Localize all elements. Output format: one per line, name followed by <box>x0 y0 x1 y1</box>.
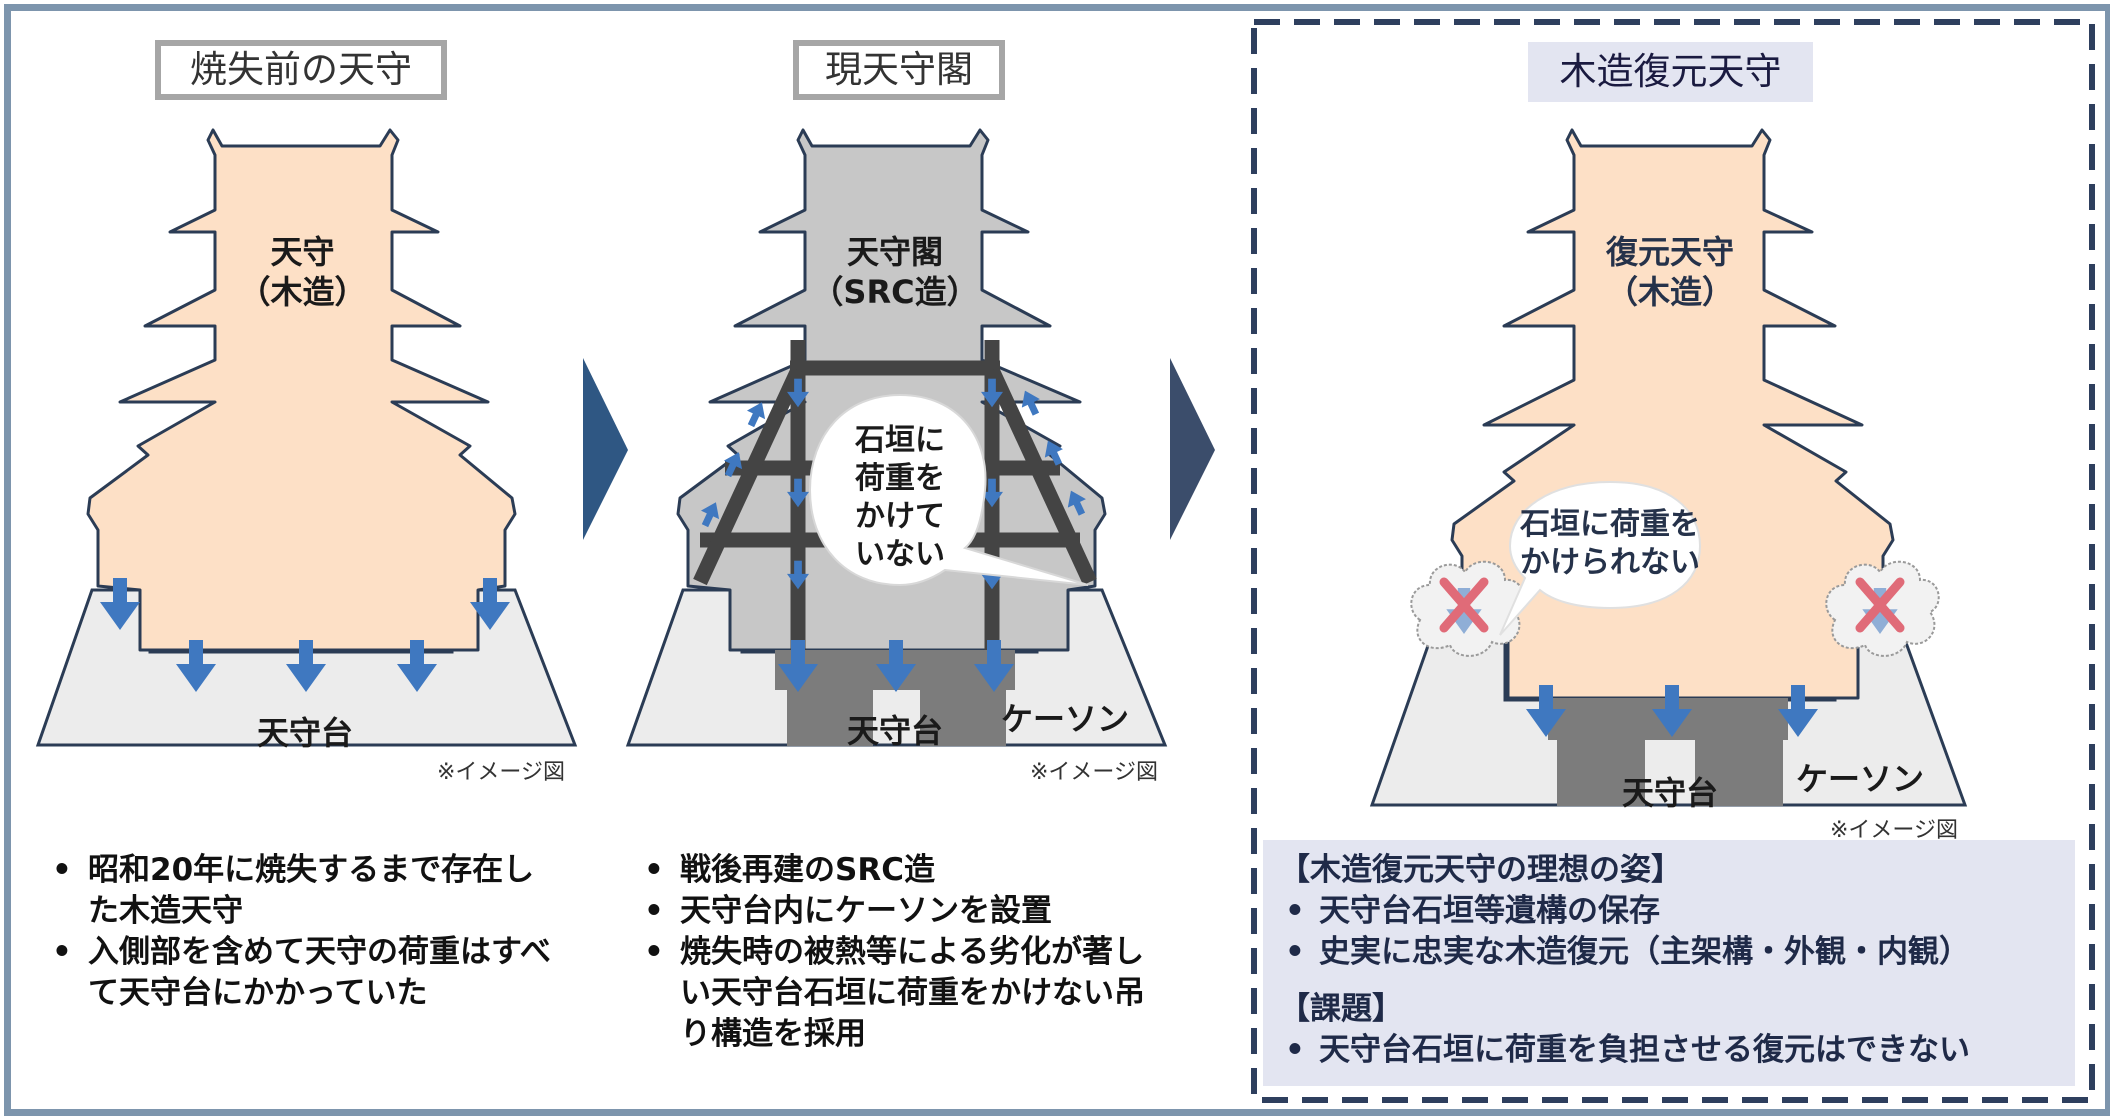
panel2-speech-bubble <box>808 393 1089 587</box>
panel1-note: ※イメージ図 <box>437 760 565 785</box>
panel3-tower-label: 復元天守 （木造） <box>1570 232 1770 312</box>
list-item: 史実に忠実な木造復元（主架構・外観・内観） <box>1279 932 2059 973</box>
panel2-base-label: 天守台 <box>846 712 943 750</box>
list-item: 戦後再建のSRC造 <box>640 850 1150 891</box>
panel3-caisson-label: ケーソン <box>1795 760 1924 798</box>
list-item: 焼失時の被熱等による劣化が著しい天守台石垣に荷重をかけない吊り構造を採用 <box>640 932 1150 1055</box>
panel2-tower-label: 天守閣 （SRC造） <box>795 232 995 312</box>
panel3-title: 木造復元天守 <box>1528 42 1813 102</box>
list-item: 天守台内にケーソンを設置 <box>640 891 1150 932</box>
bubble-line: かけられない <box>1520 545 1700 580</box>
list-item: 天守台石垣等遺構の保存 <box>1279 891 2059 932</box>
panel3-caisson-left <box>1557 740 1645 806</box>
panel2-illustration <box>625 128 1168 747</box>
panel1-title: 焼失前の天守 <box>155 40 447 100</box>
tower-label-line2: （木造） <box>238 273 367 311</box>
tower-label-line1: 天守閣 <box>846 233 943 271</box>
panel2-caisson-right <box>920 690 1006 746</box>
tower-label-line2: （木造） <box>1605 273 1734 311</box>
panel3-caisson-right <box>1695 740 1783 806</box>
panel2-title: 現天守閣 <box>793 40 1005 100</box>
panel1-tower <box>86 128 517 652</box>
ideal-and-issue-box: 【木造復元天守の理想の姿】 天守台石垣等遺構の保存 史実に忠実な木造復元（主架構… <box>1263 840 2075 1086</box>
bubble-line: 荷重を <box>855 461 945 496</box>
panel3-note: ※イメージ図 <box>1830 818 1958 843</box>
bubble-line: 石垣に <box>855 423 945 458</box>
panel3-illustration <box>1369 128 1968 807</box>
panel2-bubble-text: 石垣に 荷重を かけて いない <box>840 422 960 574</box>
panel3-dashed-border <box>1251 19 2095 1103</box>
list-item: 昭和20年に焼失するまで存在した木造天守 <box>48 850 558 932</box>
ideal-heading: 【木造復元天守の理想の姿】 <box>1279 852 1682 888</box>
panel1-illustration <box>35 128 578 747</box>
list-item: 入側部を含めて天守の荷重はすべて天守台にかかっていた <box>48 932 558 1014</box>
panel2-note: ※イメージ図 <box>1030 760 1158 785</box>
tower-label-line2: （SRC造） <box>811 273 979 311</box>
panel3-bubble-text: 石垣に荷重を かけられない <box>1520 506 1700 582</box>
tower-label-line1: 天守 <box>270 233 335 271</box>
panel3-speech-bubble <box>1499 480 1702 636</box>
panel2-caisson-label: ケーソン <box>1000 700 1129 738</box>
panel2-caisson-left <box>787 690 873 746</box>
issue-list: 天守台石垣に荷重を負担させる復元はできない <box>1279 1030 2059 1071</box>
panel3-base-label: 天守台 <box>1621 774 1718 812</box>
panel1-base-label: 天守台 <box>256 714 353 752</box>
panel2-bullets: 戦後再建のSRC造 天守台内にケーソンを設置 焼失時の被熱等による劣化が著しい天… <box>640 850 1150 1055</box>
cross-icon <box>1439 577 1489 633</box>
bubble-line: かけて <box>855 499 945 534</box>
ideal-list: 天守台石垣等遺構の保存 史実に忠実な木造復元（主架構・外観・内観） <box>1279 891 2059 973</box>
list-item: 天守台石垣に荷重を負担させる復元はできない <box>1279 1030 2059 1071</box>
panel1-tower-label: 天守 （木造） <box>200 232 405 312</box>
panel1-bullets: 昭和20年に焼失するまで存在した木造天守 入側部を含めて天守の荷重はすべて天守台… <box>48 850 558 1014</box>
cross-icon <box>1855 577 1905 633</box>
chevron-right-icon <box>1170 358 1215 540</box>
chevron-right-icon <box>583 358 628 540</box>
issue-heading: 【課題】 <box>1279 991 1403 1027</box>
bubble-line: 石垣に荷重を <box>1520 507 1700 542</box>
bubble-line: いない <box>855 537 945 572</box>
tower-label-line1: 復元天守 <box>1605 233 1734 271</box>
